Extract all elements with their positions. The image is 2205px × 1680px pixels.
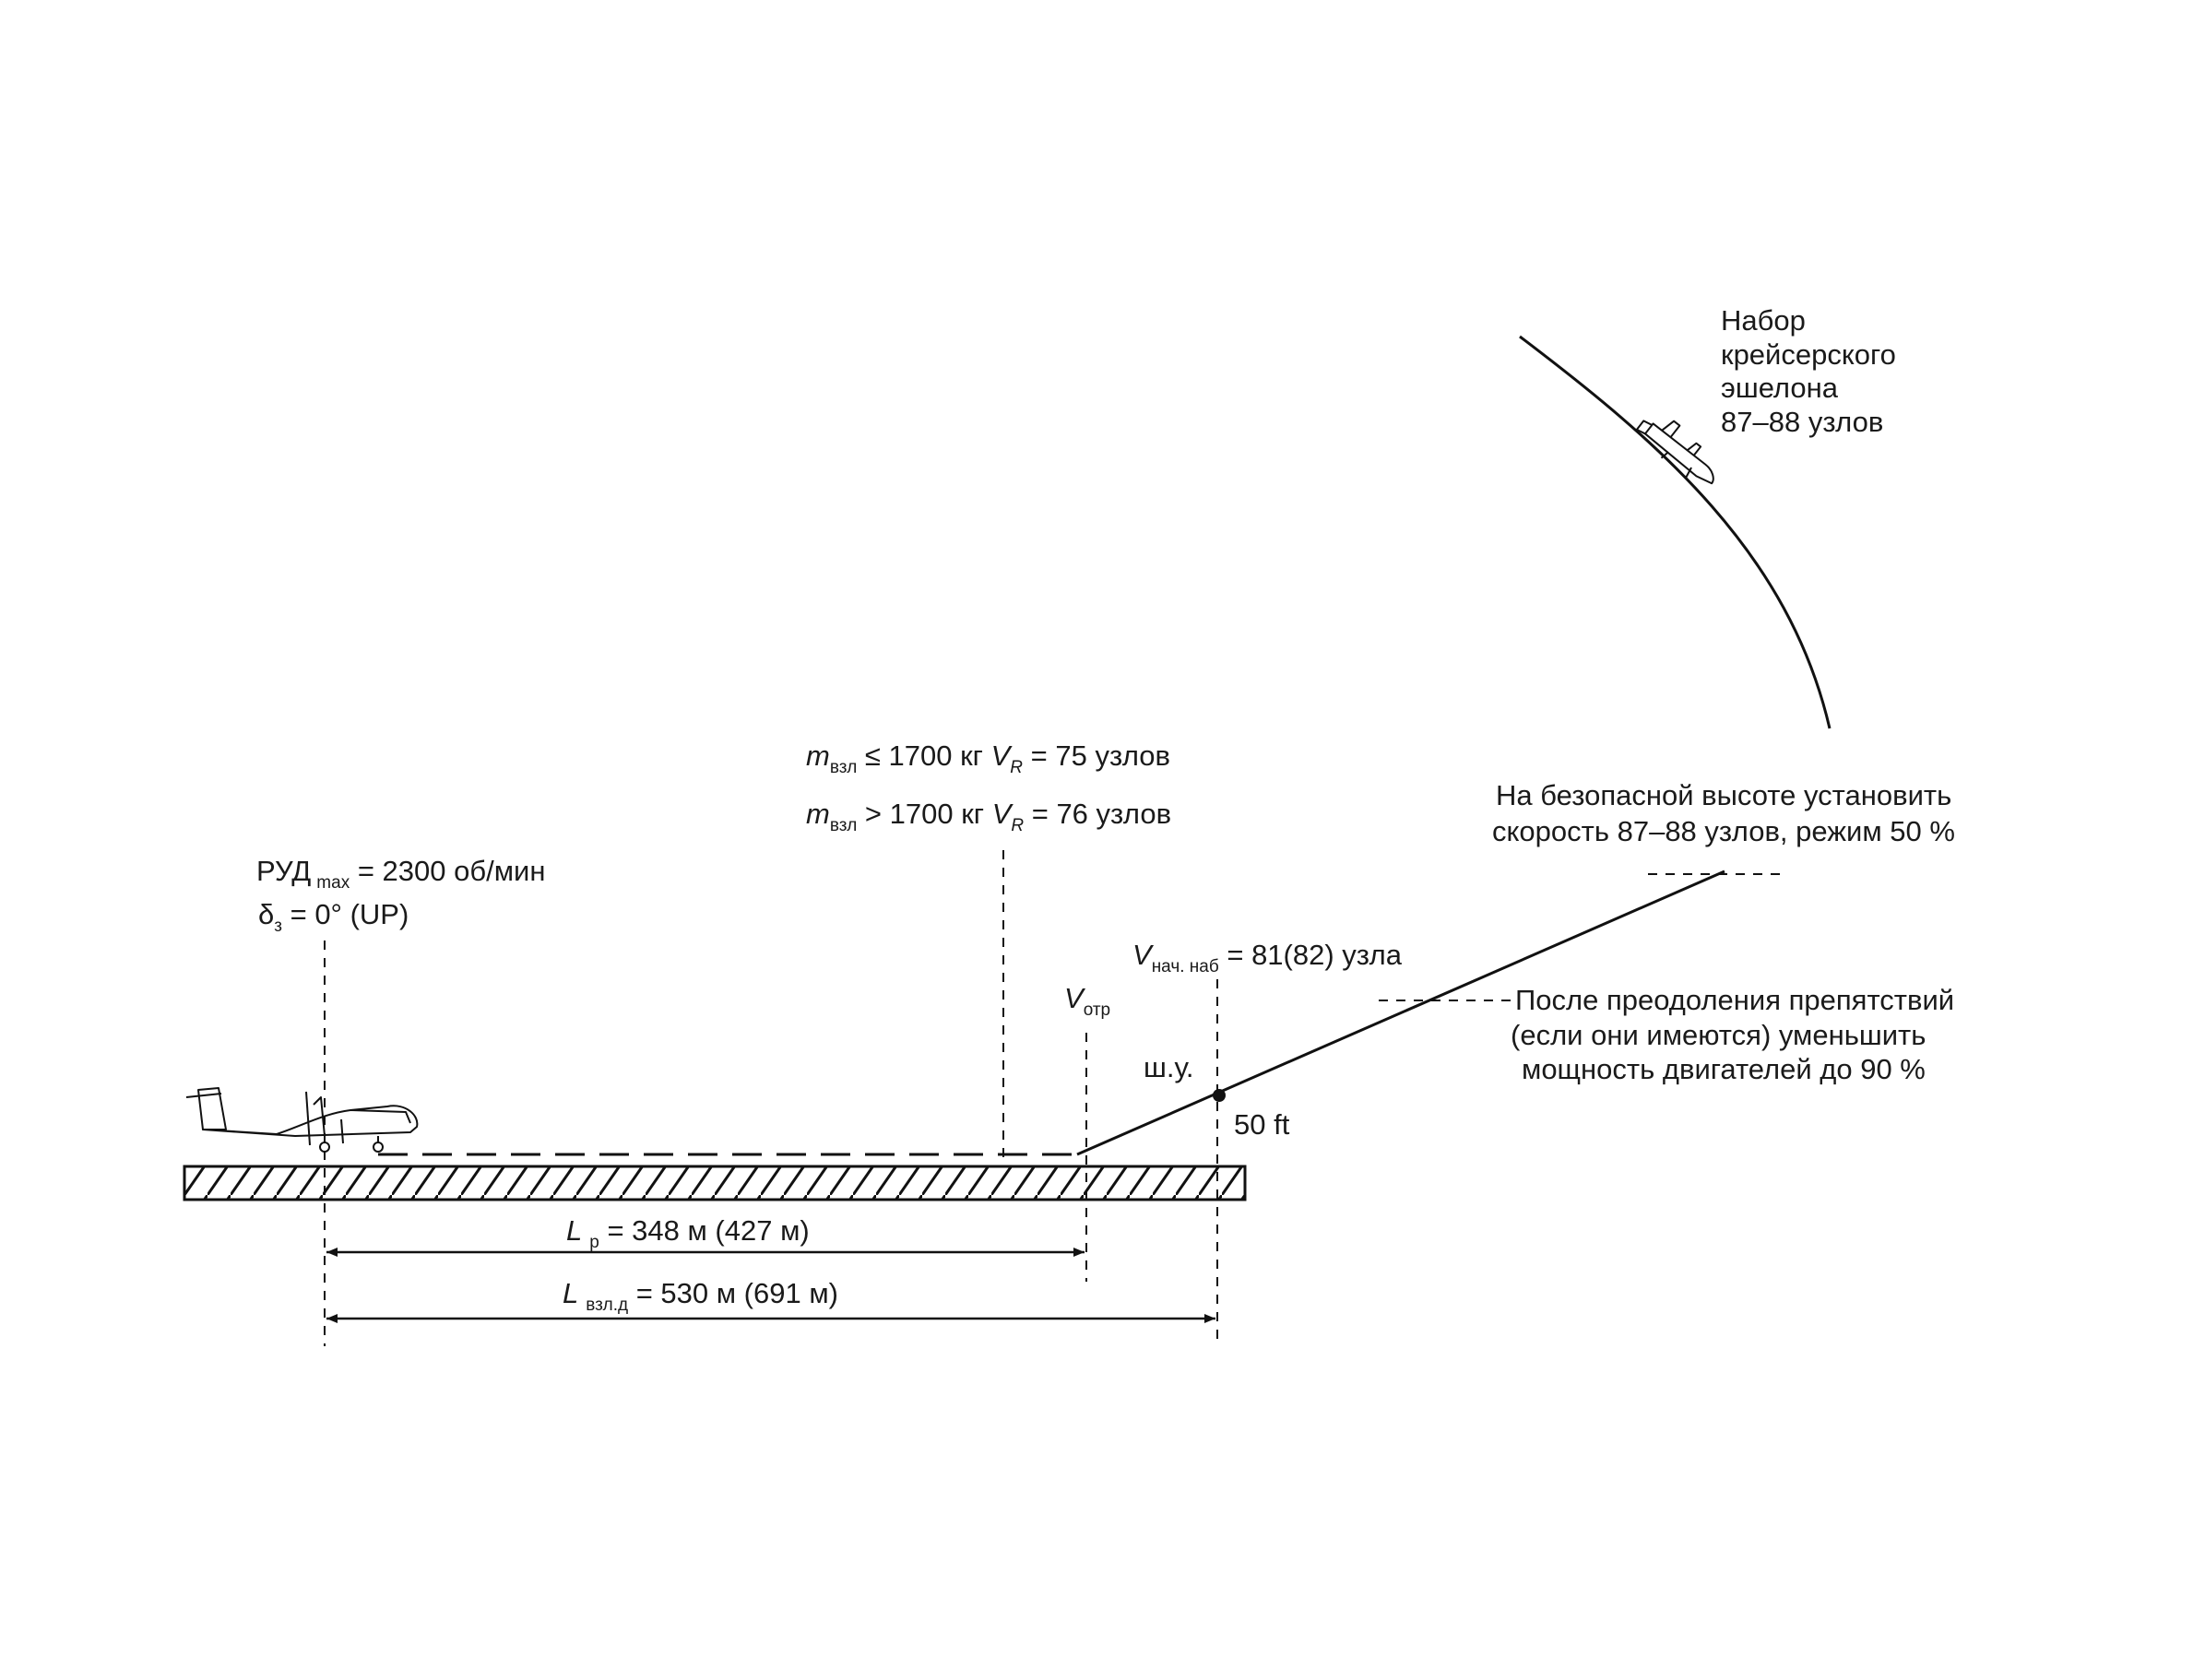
safe-altitude-line-1: На безопасной высоте установить (1496, 779, 1951, 811)
mass-row-2: mвзл > 1700 кг VR = 76 узлов (806, 798, 1171, 835)
mass-row-1: mвзл ≤ 1700 кг VR = 75 узлов (806, 739, 1170, 777)
cruise-climb-path (1519, 335, 1832, 729)
initial-climb-path (1076, 870, 1725, 1156)
safe-altitude-line-2: скорость 87–88 узлов, режим 50 % (1492, 815, 1955, 847)
power-reduce-line-3: мощность двигателей до 90 % (1522, 1053, 1926, 1085)
v-liftoff-label: Vотр (1064, 982, 1110, 1020)
v-climb-label: Vнач. наб = 81(82) узла (1132, 939, 1403, 976)
height-50ft-label: 50 ft (1234, 1108, 1290, 1141)
aircraft-climbing-icon (1635, 420, 1714, 485)
power-reduce-line-1: После преодоления препятствий (1515, 984, 1954, 1016)
flap-label: δз = 0° (UP) (258, 898, 409, 936)
gear-retract-label: ш.у. (1144, 1051, 1194, 1083)
runway (183, 1165, 1247, 1201)
cruise-climb-line-1: Набор (1721, 304, 1806, 337)
obstacle-point (1213, 1089, 1226, 1102)
cruise-climb-line-3: эшелона (1721, 372, 1839, 404)
aircraft-on-ground-icon (185, 1087, 419, 1153)
cruise-climb-line-2: крейсерского (1721, 338, 1896, 371)
power-reduce-line-2: (если они имеются) уменьшить (1511, 1019, 1926, 1051)
cruise-climb-line-4: 87–88 узлов (1721, 406, 1883, 438)
